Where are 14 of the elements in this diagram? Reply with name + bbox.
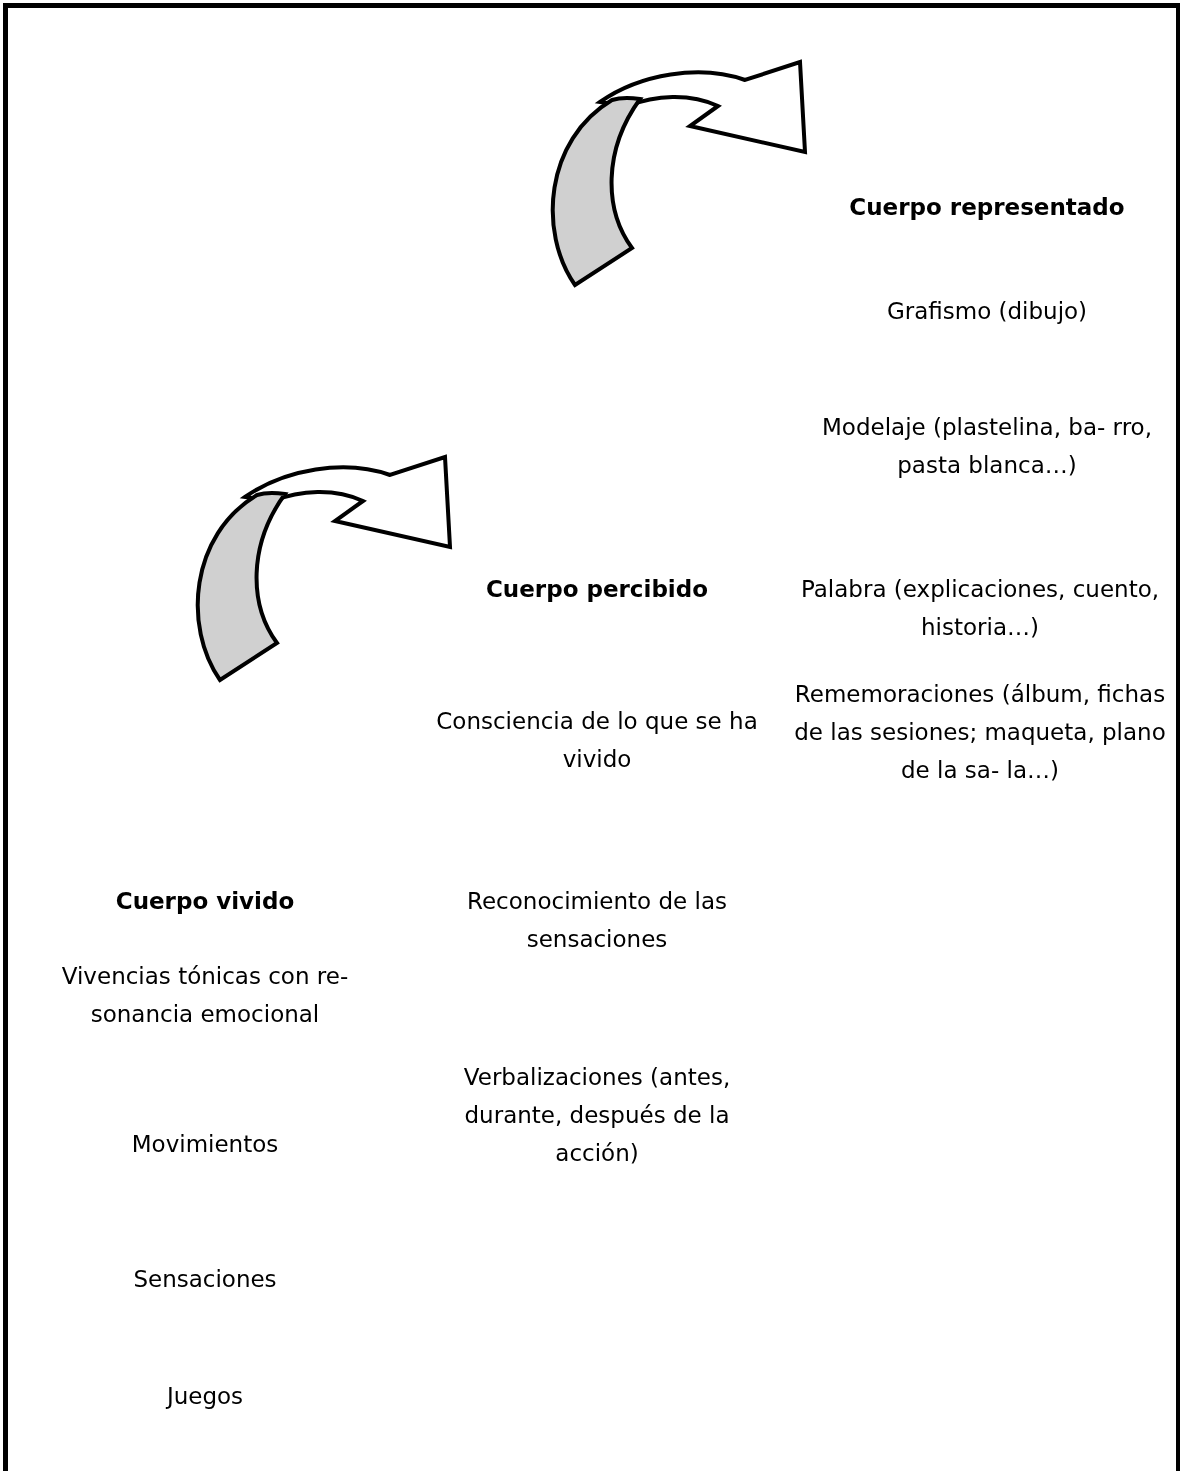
- label-text: Vivencias tónicas con re- sonancia emocional: [60, 962, 350, 1029]
- label-text: Reconocimiento de las sensaciones: [466, 887, 728, 954]
- label-text: Palabra (explicaciones, cuento, historia…): [799, 575, 1161, 642]
- label-text: Movimientos: [130, 1130, 280, 1159]
- label-text: Grafismo (dibujo): [885, 297, 1089, 326]
- label-text: Modelaje (plastelina, ba- rro, pasta blanca…): [821, 413, 1153, 480]
- label-text: Sensaciones: [132, 1265, 278, 1294]
- label-text: Verbalizaciones (antes, durante, después de la acción): [462, 1063, 732, 1168]
- heading: Cuerpo vivido: [114, 887, 296, 916]
- label-text: Consciencia de lo que se ha vivido: [435, 707, 759, 774]
- label-text: Rememoraciones (álbum, fichas de las sesiones; maqueta, plano de la sa- la…): [793, 680, 1167, 785]
- heading: Cuerpo percibido: [485, 575, 709, 604]
- heading: Cuerpo representado: [848, 193, 1126, 222]
- label-text: Juegos: [164, 1382, 245, 1411]
